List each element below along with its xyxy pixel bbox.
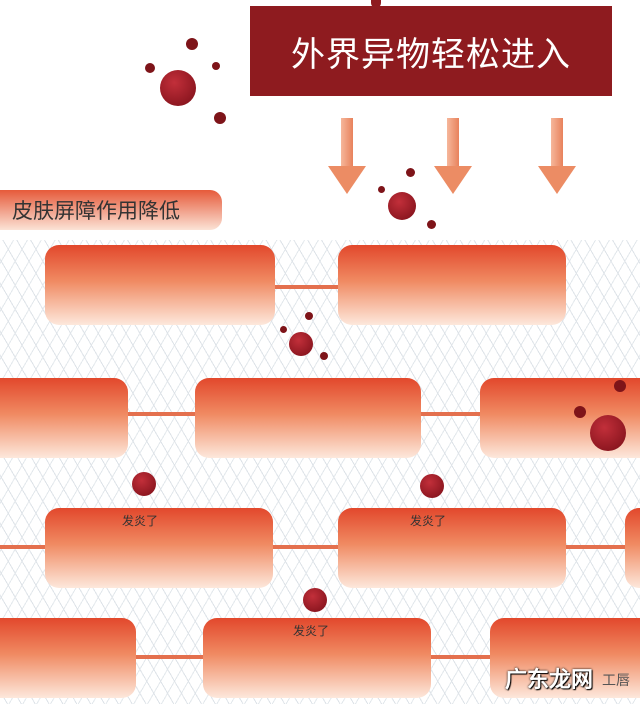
down-arrow-icon xyxy=(538,118,576,196)
inflamed-label: 发炎了 xyxy=(122,514,159,528)
cell-connector xyxy=(560,545,630,549)
skin-cell xyxy=(625,508,640,588)
skin-cell xyxy=(0,378,128,458)
foreign-particle-icon xyxy=(388,192,416,220)
skin-cell xyxy=(45,245,275,325)
foreign-particle-icon xyxy=(303,588,327,612)
particle-dot xyxy=(145,63,155,73)
particle-dot xyxy=(214,112,226,124)
particle-dot xyxy=(427,220,436,229)
foreign-particle-icon xyxy=(420,474,444,498)
skin-cell xyxy=(195,378,421,458)
inflamed-label: 发炎了 xyxy=(293,624,330,638)
particle-dot xyxy=(186,38,198,50)
skin-cell xyxy=(338,508,566,588)
cell-connector xyxy=(270,285,345,289)
skin-cell xyxy=(490,618,640,698)
title-pointer xyxy=(371,0,381,8)
foreign-particle-icon xyxy=(590,415,626,451)
cell-connector xyxy=(120,412,200,416)
particle-dot xyxy=(574,406,586,418)
barrier-label: 皮肤屏障作用降低 xyxy=(0,190,222,230)
inflamed-label: 发炎了 xyxy=(410,514,447,528)
particle-dot xyxy=(378,186,385,193)
watermark-suffix: 工唇 xyxy=(602,673,630,689)
particle-dot xyxy=(280,326,287,333)
cell-connector xyxy=(268,545,343,549)
foreign-particle-icon xyxy=(132,472,156,496)
skin-cell xyxy=(338,245,566,325)
cell-connector xyxy=(0,545,50,549)
particle-dot xyxy=(305,312,313,320)
particle-dot xyxy=(320,352,328,360)
foreign-particle-icon xyxy=(289,332,313,356)
particle-dot xyxy=(614,380,626,392)
skin-cell xyxy=(45,508,273,588)
skin-cell xyxy=(0,618,136,698)
watermark: 广东龙网 xyxy=(505,668,594,693)
title-banner: 外界异物轻松进入 xyxy=(250,6,612,96)
cell-connector xyxy=(415,412,485,416)
skin-cell xyxy=(203,618,431,698)
foreign-particle-icon xyxy=(160,70,196,106)
down-arrow-icon xyxy=(328,118,366,196)
cell-connector xyxy=(130,655,210,659)
particle-dot xyxy=(212,62,220,70)
particle-dot xyxy=(406,168,415,177)
down-arrow-icon xyxy=(434,118,472,196)
cell-connector xyxy=(425,655,495,659)
